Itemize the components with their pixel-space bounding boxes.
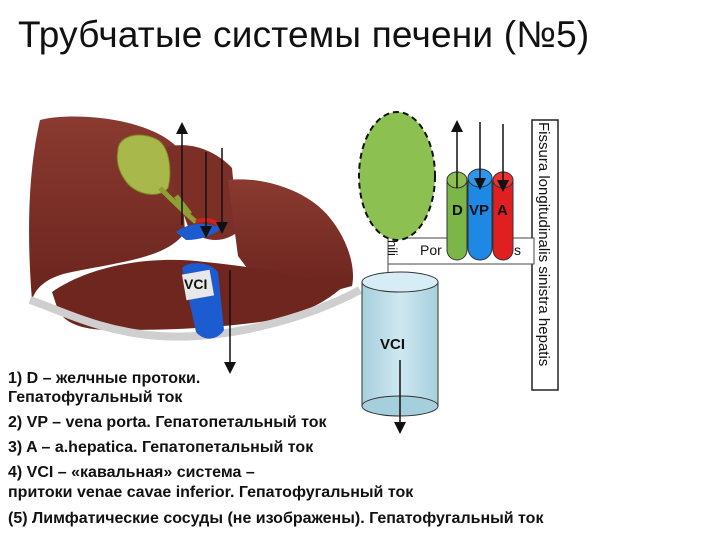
vci-cylinder-label: VCI (380, 336, 406, 353)
vp-label: VP (469, 202, 490, 219)
schematic (358, 111, 559, 434)
page-title: Трубчатые системы печени (№5) (18, 14, 590, 55)
legend-item-4: 4) VCI – «кавальная» система – (8, 464, 255, 481)
legend-item-1: 1) D – желчные протоки. (8, 370, 201, 387)
bile-duct (158, 186, 198, 224)
green-lobe (358, 111, 436, 241)
liver-rim (28, 286, 362, 341)
fissura-label: Fissura longitudinalis sinistra hepatis (535, 122, 552, 367)
porta-label-left: Por (420, 242, 442, 258)
legend-item-3: 3) A – a.hepatica. Гепатопетальный ток (8, 439, 314, 456)
porta-label-right: s (514, 242, 521, 258)
liver-caudate-lobe (160, 145, 238, 240)
legend-item-1b: Гепатофугальный ток (8, 389, 183, 406)
fissura-bar (531, 119, 559, 391)
liver-vci (181, 263, 224, 339)
legend-item-4b: притоки venae cavae inferior. Гепатофуга… (8, 484, 414, 501)
hilus-label: hili (386, 240, 400, 256)
legend-item-2: 2) VP – vena porta. Гепатопетальный ток (8, 414, 327, 431)
a-label: A (497, 202, 508, 219)
liver-left-lobe (228, 179, 354, 298)
liver-illustration (28, 116, 362, 374)
d-label: D (452, 202, 463, 219)
gallbladder (116, 134, 171, 195)
vci-liver-label: VCI (184, 276, 208, 292)
legend-item-5: (5) Лимфатические сосуды (не изображены)… (8, 510, 544, 527)
